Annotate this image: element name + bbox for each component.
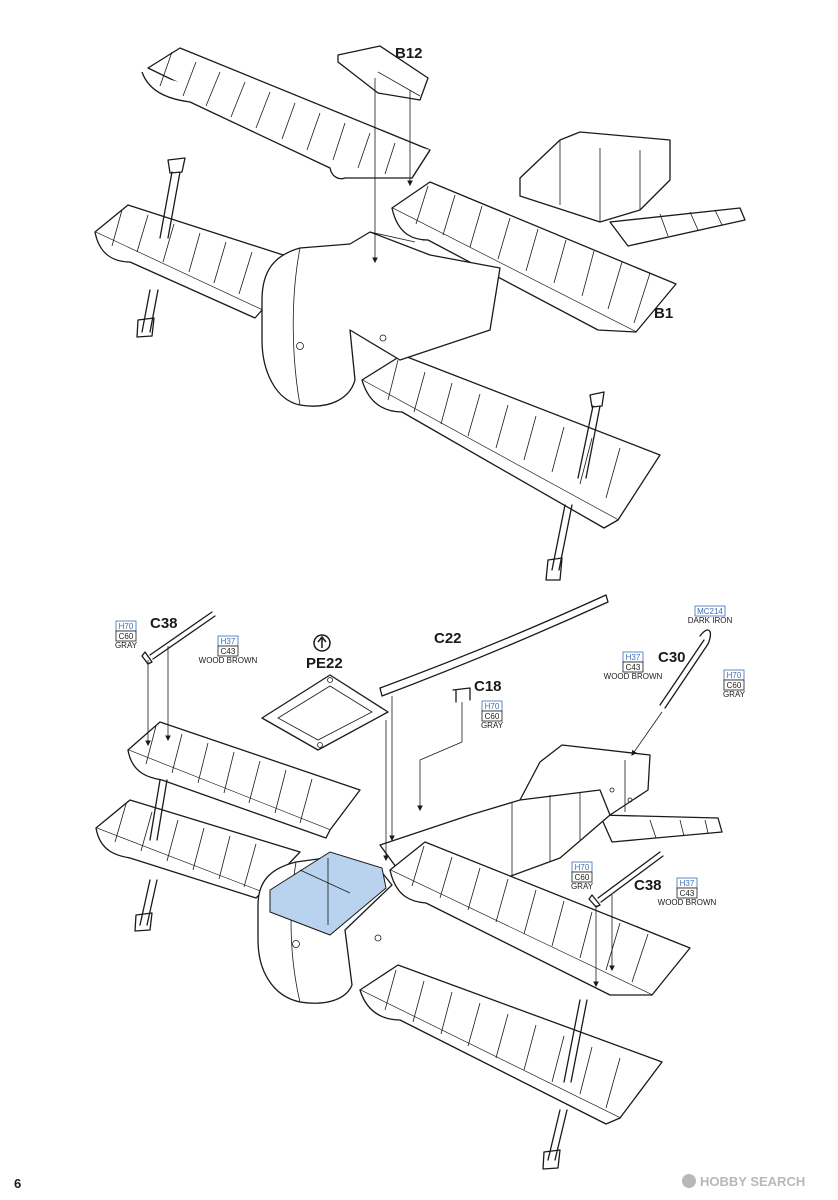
lower-wing-right-drawing: [361, 354, 661, 581]
svg-text:WOOD BROWN: WOOD BROWN: [604, 672, 663, 681]
svg-text:MC214: MC214: [697, 607, 723, 616]
svg-text:H70: H70: [119, 622, 134, 631]
svg-text:GRAY: GRAY: [723, 690, 746, 699]
svg-text:C43: C43: [221, 647, 236, 656]
part-b12-drawing: [337, 45, 429, 101]
part-c30-drawing: [659, 629, 712, 709]
paint-callout-c38-left-wood: H37 C43 WOOD BROWN: [199, 635, 258, 665]
upper-wing-drawing: [141, 47, 431, 180]
svg-text:H70: H70: [727, 671, 742, 680]
tail-drawing: [519, 131, 746, 247]
svg-text:HOBBY SEARCH: HOBBY SEARCH: [700, 1174, 805, 1189]
svg-text:GRAY: GRAY: [571, 882, 594, 891]
paint-callout-c18-gray: H70 C60 GRAY: [481, 700, 504, 730]
svg-text:GRAY: GRAY: [481, 721, 504, 730]
svg-text:C60: C60: [727, 681, 742, 690]
svg-text:C43: C43: [626, 663, 641, 672]
svg-text:H37: H37: [626, 653, 641, 662]
svg-text:WOOD BROWN: WOOD BROWN: [199, 656, 258, 665]
lower-assembly-step: C38 C22 C18 C30 C38 PE22 H70 C60 GRAY H3…: [95, 594, 746, 1170]
svg-text:WOOD BROWN: WOOD BROWN: [658, 898, 717, 907]
part-c18-drawing: [452, 687, 471, 703]
svg-text:C43: C43: [680, 889, 695, 898]
paint-callout-c30-wood: H37 C43 WOOD BROWN: [604, 651, 663, 681]
label-b1: B1: [654, 305, 673, 322]
part-pe22-drawing: [261, 674, 389, 751]
svg-text:GRAY: GRAY: [115, 641, 138, 650]
lower-step-guide-arrows: [145, 646, 663, 988]
fuselage-upper-drawing: [261, 231, 501, 407]
paint-callout-c38-right-wood: H37 C43 WOOD BROWN: [658, 877, 717, 907]
strut-left-drawing: [136, 157, 186, 338]
label-c18: C18: [474, 678, 502, 695]
paint-callout-c30-gray: H70 C60 GRAY: [723, 669, 746, 699]
label-pe22: PE22: [306, 655, 343, 672]
page-number: 6: [14, 1176, 21, 1191]
svg-text:DARK IRON: DARK IRON: [688, 616, 733, 625]
svg-text:H70: H70: [485, 702, 500, 711]
pe22-panel-seam: [299, 869, 351, 894]
upper-wing-right-drawing: [391, 181, 677, 333]
lower-step-bottom-wing-left-drawing: [95, 779, 301, 932]
label-b12: B12: [395, 45, 423, 62]
svg-text:H37: H37: [221, 637, 236, 646]
lower-step-bottom-wing-right-drawing: [359, 964, 663, 1170]
label-c22: C22: [434, 630, 462, 647]
paint-callout-c38-right-gray: H70 C60 GRAY: [571, 861, 594, 891]
paint-callout-c38-left-gray: H70 C60 GRAY: [115, 620, 138, 650]
paint-callout-c30-dark-iron: MC214 DARK IRON: [688, 605, 733, 625]
upper-assembly-step: B12 B1: [94, 45, 746, 581]
svg-text:C60: C60: [485, 712, 500, 721]
hobby-search-watermark: HOBBY SEARCH: [682, 1174, 805, 1189]
part-c22-drawing: [379, 594, 609, 697]
svg-text:C60: C60: [119, 632, 134, 641]
photo-etch-part-icon: [313, 634, 331, 652]
lower-step-top-wing-drawing: [127, 721, 361, 839]
svg-text:H37: H37: [680, 879, 695, 888]
label-c38-right: C38: [634, 877, 662, 894]
svg-text:C60: C60: [575, 873, 590, 882]
label-c30: C30: [658, 649, 686, 666]
label-c38-left: C38: [150, 615, 178, 632]
lower-step-top-wing-right-drawing: [389, 841, 691, 996]
svg-text:H70: H70: [575, 863, 590, 872]
